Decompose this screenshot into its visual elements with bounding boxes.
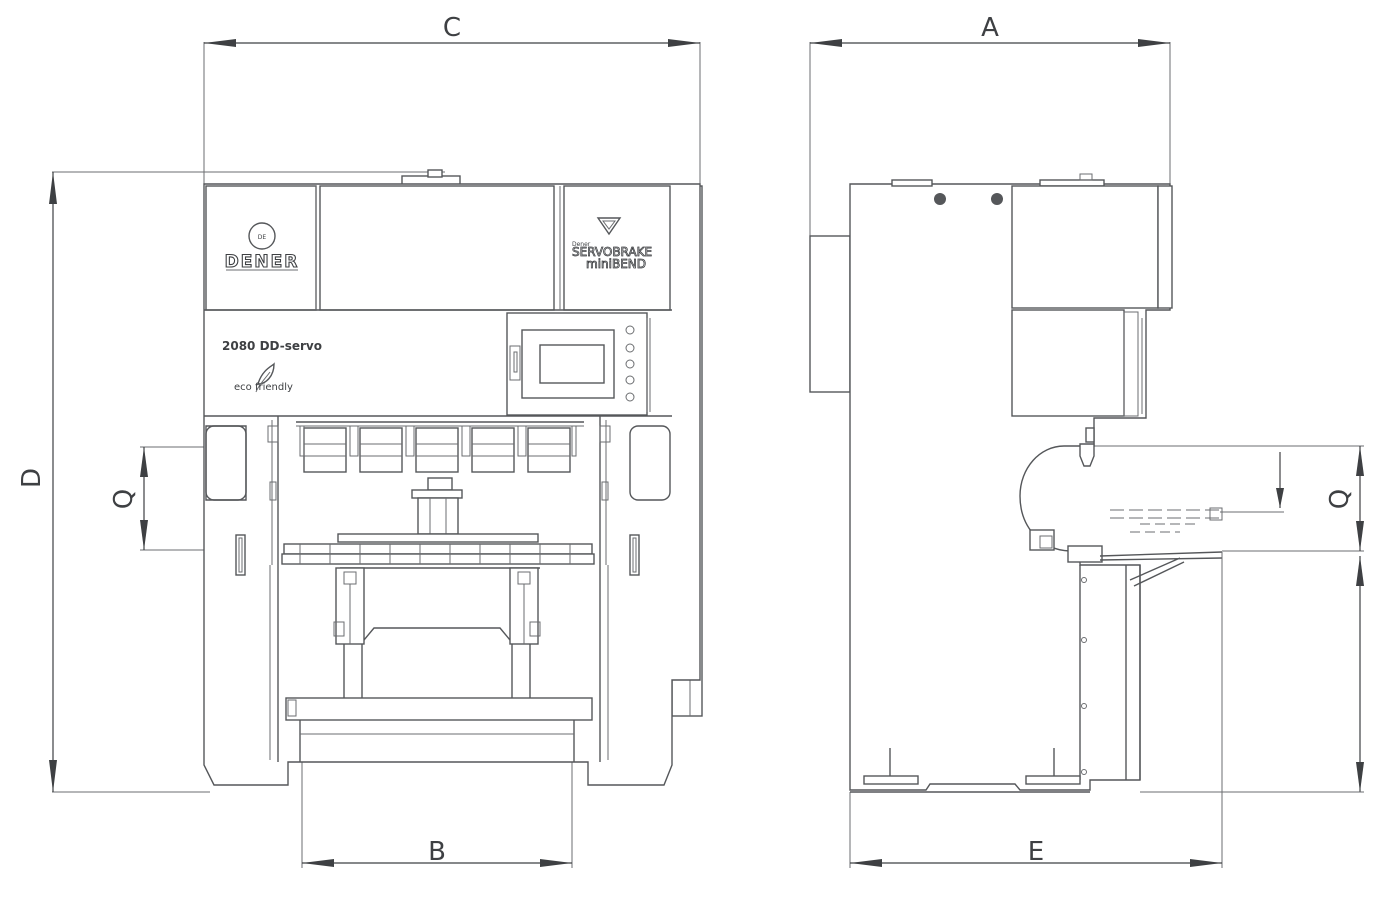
dimension-a-label: A xyxy=(981,13,999,43)
eco-label: eco friendly xyxy=(234,382,293,393)
dimension-q-side: Q xyxy=(1060,445,1364,793)
eco-leaf-icon xyxy=(255,362,275,393)
dimension-d: D xyxy=(17,171,445,793)
dimension-e-label: E xyxy=(1028,837,1044,867)
servobrake-v-logo-icon xyxy=(596,217,622,236)
side-back-gauge xyxy=(1110,507,1223,533)
dimension-q-side-label: Q xyxy=(1325,489,1355,509)
dimension-b-label: B xyxy=(428,837,446,867)
product-line-2: miniBEND xyxy=(586,257,646,271)
product-prefix: Dener xyxy=(572,241,591,248)
back-gauge xyxy=(333,567,541,698)
brand-name: DENER xyxy=(225,252,300,272)
svg-text:DE: DE xyxy=(258,234,267,241)
machine-feet xyxy=(863,748,1081,785)
dimension-b: B xyxy=(301,762,573,868)
upper-tool-clamps xyxy=(296,421,584,473)
front-view: C D Q B xyxy=(17,13,703,868)
dimension-d-label: D xyxy=(17,468,47,488)
dimension-q-front-label: Q xyxy=(109,489,139,509)
dimension-a: A xyxy=(809,13,1171,236)
control-panel xyxy=(506,312,651,416)
dener-logo-icon: DE xyxy=(248,222,276,250)
model-label: 2080 DD-servo xyxy=(222,339,322,353)
product-line-1: SERVOBRAKE xyxy=(572,245,652,259)
dimension-c-label: C xyxy=(443,13,461,43)
dimension-c: C xyxy=(203,13,701,185)
lower-table xyxy=(281,533,595,565)
side-view: A E Q xyxy=(809,13,1364,868)
